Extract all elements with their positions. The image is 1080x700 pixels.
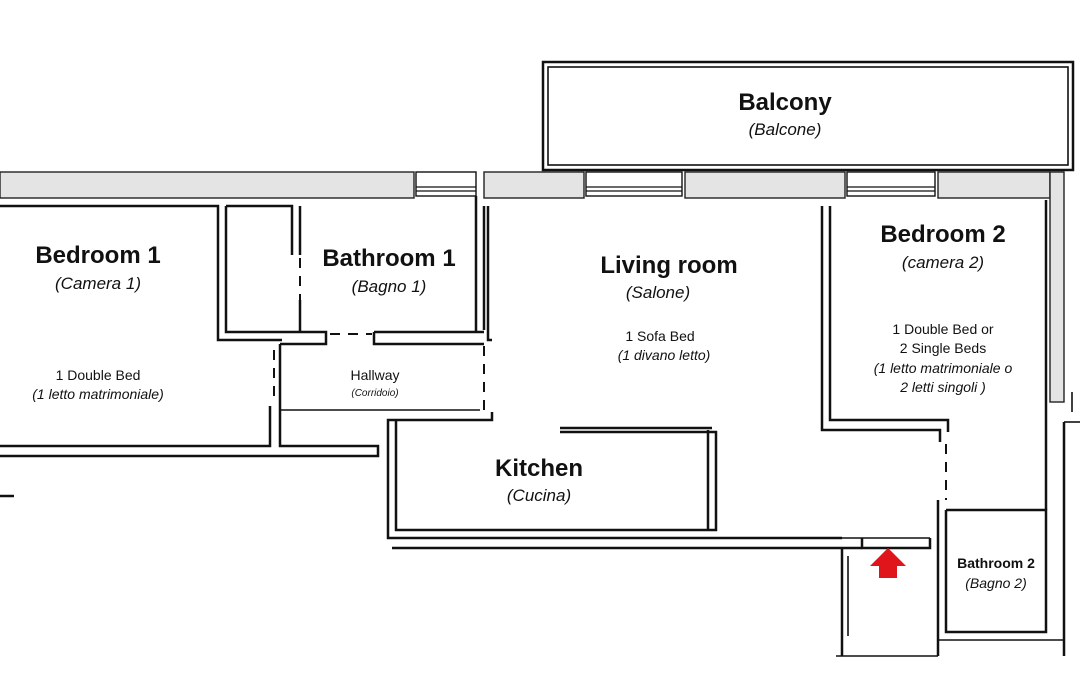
bedroom1-italian-label: (Camera 1): [55, 274, 141, 293]
bedroom1-beds-italian: (1 letto matrimoniale): [32, 386, 164, 402]
living-room-beds: 1 Sofa Bed: [625, 328, 694, 344]
bedroom2-beds-italian-line2: 2 letti singoli ): [899, 379, 986, 395]
bedroom2-beds-line2: 2 Single Beds: [900, 340, 986, 356]
balcony-italian-label: (Balcone): [749, 120, 822, 139]
bedroom2-beds-italian-line1: (1 letto matrimoniale o: [874, 360, 1013, 376]
bedroom1-beds: 1 Double Bed: [56, 367, 141, 383]
exterior-wall-top: [0, 171, 1065, 403]
doorways: [273, 258, 1040, 511]
bathroom1-walls: [280, 196, 486, 346]
closet-walls: [224, 204, 306, 334]
bathroom1-label: Bathroom 1: [322, 245, 455, 272]
hallway-italian-label: (Corridoio): [351, 388, 398, 399]
hallway-label: Hallway: [350, 367, 399, 383]
red-entrance-arrow-icon: [870, 548, 906, 578]
balcony-label: Balcony: [738, 89, 832, 116]
hallway-walls: [0, 344, 480, 498]
living-room-walls: [386, 206, 930, 550]
bedroom2-italian-label: (camera 2): [902, 253, 984, 272]
balcony-area: [541, 60, 1075, 172]
window-bathroom1: [415, 171, 477, 197]
bedroom1-walls: [0, 204, 282, 448]
window-living-room: [585, 171, 683, 197]
bedroom2-label: Bedroom 2: [880, 221, 1005, 248]
bedroom1-label: Bedroom 1: [35, 242, 160, 269]
living-room-beds-italian: (1 divano letto): [618, 347, 711, 363]
kitchen-label: Kitchen: [495, 455, 583, 482]
window-bedroom2: [846, 171, 936, 197]
living-room-label: Living room: [600, 252, 737, 279]
bedroom2-walls: [820, 200, 1073, 510]
bathroom1-italian-label: (Bagno 1): [352, 277, 427, 296]
bedroom2-beds-line1: 1 Double Bed or: [892, 321, 994, 337]
kitchen-italian-label: (Cucina): [507, 486, 571, 505]
bathroom2-label: Bathroom 2: [957, 555, 1035, 571]
bathroom2-italian-label: (Bagno 2): [965, 575, 1026, 591]
bathroom2-walls: [936, 421, 1080, 656]
living-room-italian-label: (Salone): [626, 283, 690, 302]
entrance-corridor-walls: [836, 538, 938, 657]
